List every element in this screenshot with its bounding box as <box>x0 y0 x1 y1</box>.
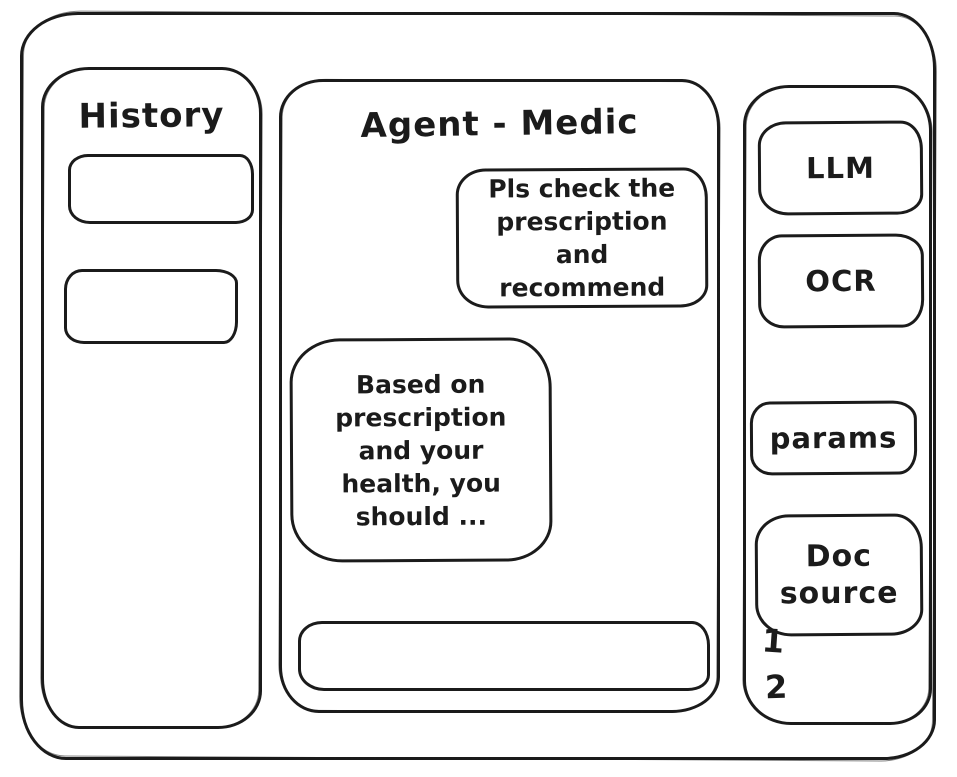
doc-source-button[interactable]: Doc source <box>754 513 924 637</box>
doc-source-item-2[interactable]: 2 <box>764 667 788 707</box>
ocr-button[interactable]: OCR <box>757 233 925 329</box>
tools-panel: LLM OCR params Doc source 1 2 <box>743 85 932 725</box>
history-title: History <box>78 95 225 137</box>
app-window: History Agent - Medic Pls check the pres… <box>20 12 936 760</box>
history-item-2[interactable] <box>64 269 238 344</box>
user-message-bubble: Pls check the prescription and recommend <box>455 167 709 309</box>
assistant-message-bubble: Based on prescription and your health, y… <box>289 337 553 563</box>
params-button[interactable]: params <box>749 400 918 476</box>
chat-title: Agent - Medic <box>360 102 639 146</box>
chat-input[interactable] <box>298 621 710 691</box>
history-item-1[interactable] <box>68 154 254 224</box>
history-panel: History <box>41 67 262 729</box>
llm-button[interactable]: LLM <box>757 120 924 216</box>
chat-panel: Agent - Medic Pls check the prescription… <box>279 79 720 713</box>
doc-source-item-1[interactable]: 1 <box>760 621 786 661</box>
